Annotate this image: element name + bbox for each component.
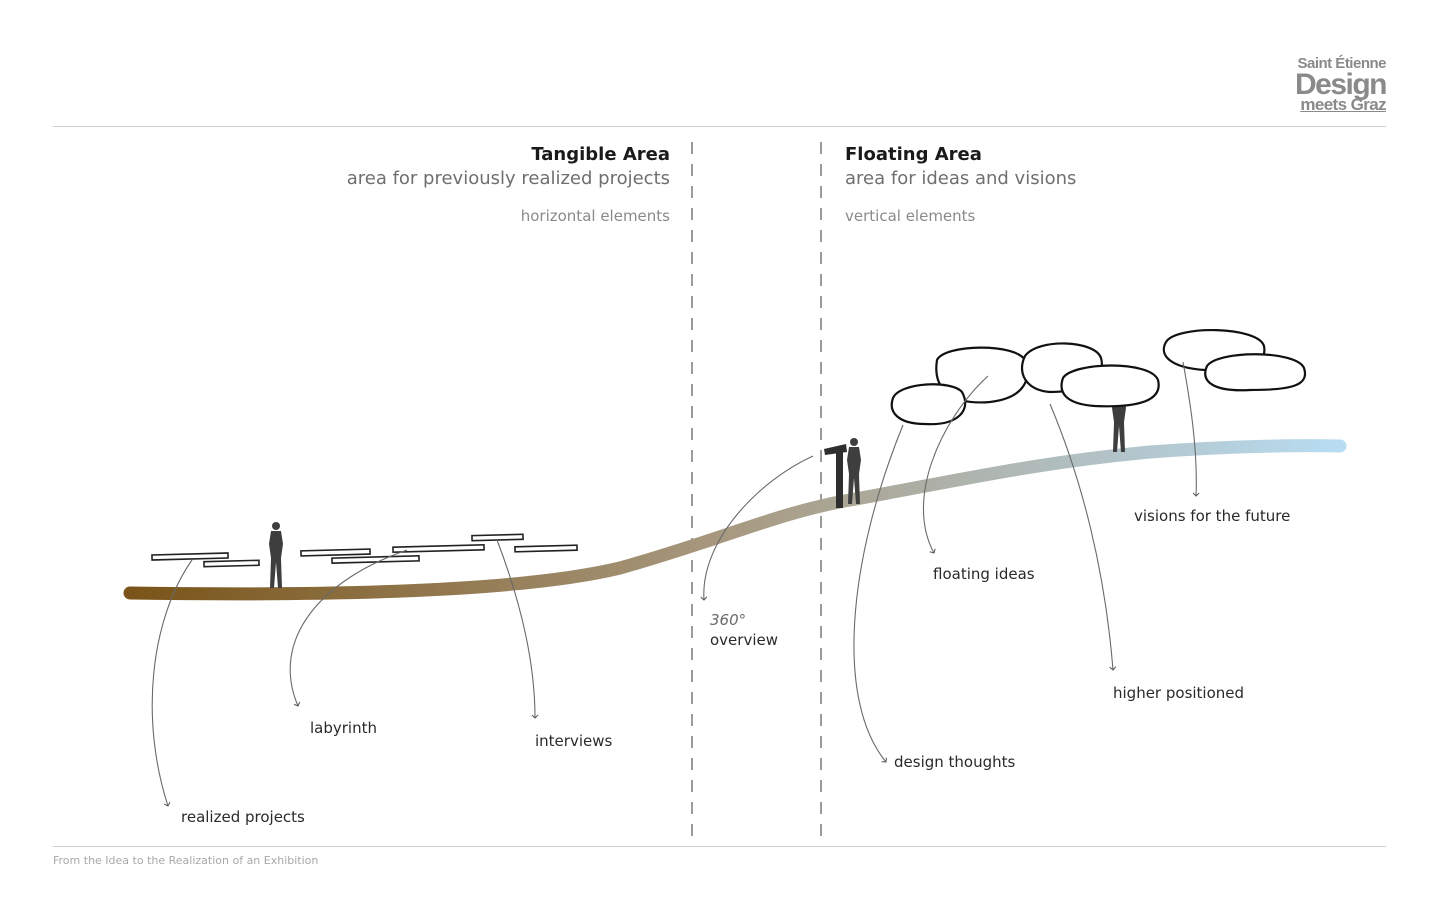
panel-4	[331, 555, 420, 564]
panel-1	[151, 552, 229, 561]
panel-3	[300, 548, 371, 557]
leader-visions-future	[1182, 361, 1200, 497]
label-realized-projects: realized projects	[181, 808, 305, 826]
leader-realized-projects	[151, 559, 193, 807]
leader-floating-ideas	[922, 375, 989, 554]
person-silhouette-2	[847, 438, 861, 504]
floating-area-elements: vertical elements	[845, 207, 976, 225]
logo: Saint Étienne Design meets Graz	[1294, 55, 1388, 114]
floating-clouds	[890, 329, 1307, 426]
viewing-post	[824, 444, 847, 508]
label-design-thoughts: design thoughts	[894, 753, 1016, 771]
label-360-degrees: 360°	[710, 611, 747, 629]
leader-lines	[151, 361, 1200, 807]
bottom-divider	[53, 846, 1386, 847]
exhibition-path	[123, 439, 1347, 601]
leader-overview	[700, 455, 814, 601]
panel-2	[203, 559, 260, 568]
tangible-area-subtitle: area for previously realized projects	[346, 168, 670, 189]
tangible-area-elements: horizontal elements	[520, 207, 670, 225]
cloud-6	[1204, 353, 1307, 392]
leader-labyrinth	[289, 549, 408, 707]
label-interviews: interviews	[535, 732, 613, 750]
leader-interviews	[496, 539, 539, 719]
label-higher-positioned: higher positioned	[1113, 684, 1245, 702]
panel-7	[514, 544, 578, 553]
label-overview: overview	[710, 631, 778, 649]
person-silhouette-1	[269, 522, 283, 588]
logo-line-2: Design	[1294, 68, 1388, 101]
logo-line-1: Saint Étienne	[1297, 55, 1386, 72]
footer-caption: From the Idea to the Realization of an E…	[53, 854, 319, 867]
horizontal-panels	[151, 533, 578, 568]
label-visions-future: visions for the future	[1134, 507, 1291, 525]
top-divider	[53, 126, 1386, 127]
panel-6	[471, 533, 524, 542]
logo-line-3: meets Graz	[1300, 95, 1386, 114]
leader-design-thoughts	[853, 424, 904, 763]
panel-5	[392, 543, 485, 553]
tangible-area-title: Tangible Area	[531, 144, 670, 165]
label-floating-ideas: floating ideas	[933, 565, 1035, 583]
cloud-4	[1060, 364, 1160, 408]
cloud-1	[890, 383, 967, 426]
leader-higher-positioned	[1049, 403, 1117, 671]
floating-area-subtitle: area for ideas and visions	[845, 168, 1077, 189]
label-labyrinth: labyrinth	[310, 719, 377, 737]
floating-area-title: Floating Area	[845, 144, 982, 165]
